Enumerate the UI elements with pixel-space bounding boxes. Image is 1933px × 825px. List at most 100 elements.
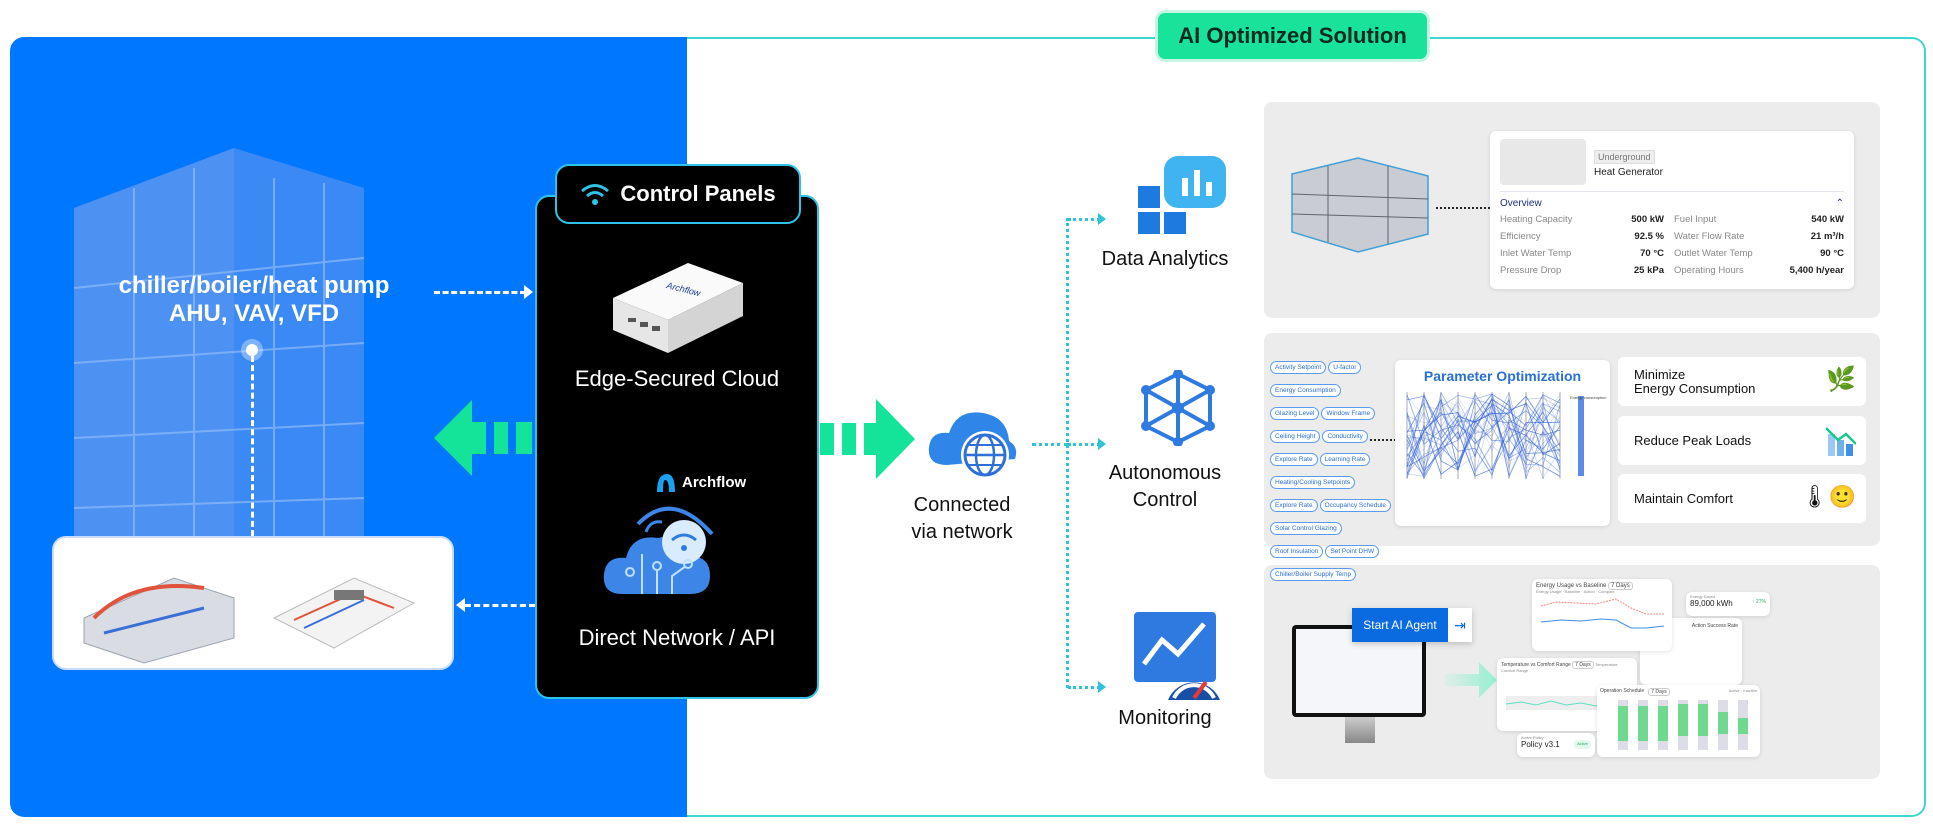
parameter-chip: Occupancy Schedule [1319, 499, 1392, 512]
active-bar [1718, 712, 1728, 734]
goal-maintain-comfort: Maintain Comfort 🌡🙂 [1618, 474, 1866, 523]
metric-value: 92.5 % [1634, 231, 1664, 242]
parameter-chip: Ceiling Height [1270, 430, 1321, 443]
legend-active: Active [1728, 688, 1740, 693]
range-select[interactable]: 7 Days [1608, 582, 1633, 590]
metric-value: 5,400 h/year [1789, 265, 1844, 276]
connector-line [1370, 439, 1396, 441]
active-bar [1618, 706, 1628, 741]
action-success-title: Action Success Rate [1691, 623, 1738, 629]
legend-temperature: Temperature [1595, 662, 1618, 667]
trial-line [1406, 395, 1561, 477]
hvac-components-label: AHU, VAV, VFD [168, 300, 340, 327]
chip-row: Heating/Cooling Setpoints [1270, 471, 1394, 494]
colorbar [1578, 396, 1584, 476]
gauge-icon [1134, 612, 1220, 700]
trial-line [1406, 402, 1561, 477]
goal-label: Maintain Comfort [1634, 491, 1733, 506]
green-arrow-left-icon [434, 400, 532, 476]
trial-line [1406, 392, 1561, 477]
control-panels-title: Control Panels [620, 181, 776, 206]
hvac-equipment-images [52, 536, 454, 670]
metric-value: 90 °C [1820, 248, 1844, 259]
energy-saved-card: Energy Saved 89,000 kWh↑ 27% [1686, 592, 1770, 616]
overview-header[interactable]: Overview ⌃ [1500, 198, 1844, 209]
parameter-optimization-chart: Parameter Optimization Energy consumptio… [1395, 360, 1610, 526]
legend-comfort: Comfort Range [1501, 668, 1529, 673]
schedule-bar-chart [1618, 700, 1748, 750]
ai-optimized-solution-badge: AI Optimized Solution [1155, 10, 1430, 62]
parameter-chip: Energy Consumption [1270, 384, 1341, 397]
trial-line [1406, 393, 1561, 466]
trial-line [1406, 401, 1561, 477]
arrowhead-icon [1098, 681, 1106, 693]
goal-label: Reduce Peak Loads [1634, 433, 1752, 448]
edge-device-image: Archflow [613, 263, 743, 353]
chart-title: Energy Usage vs Baseline [1536, 583, 1607, 589]
metric-value: 25 kPa [1633, 265, 1664, 276]
policy-value: Policy v3.1 [1521, 740, 1560, 749]
archflow-logo: Archflow [655, 472, 746, 492]
chart-title: Operation Schedule [1600, 688, 1645, 694]
goal-minimize-energy: Minimize Energy Consumption 🌿 [1618, 357, 1866, 406]
parameter-chip: Explore Rate [1270, 453, 1318, 466]
monitoring-label: Monitoring [1118, 707, 1212, 729]
trial-line [1406, 401, 1561, 477]
metric-label: Pressure Drop [1500, 265, 1562, 276]
dotted-arrow-to-equipment [465, 604, 535, 607]
goal-label: Minimize Energy Consumption [1634, 366, 1756, 396]
policy-status-badge: Active [1574, 740, 1591, 749]
parameter-chip: Roof Insulation [1270, 545, 1324, 558]
legend-energy: Energy Usage [1536, 589, 1562, 594]
wifi-icon [581, 184, 610, 205]
login-arrow-icon: ⇥ [1448, 608, 1472, 642]
active-bar [1658, 706, 1668, 741]
energy-line-chart [1540, 598, 1665, 629]
overview-title: Overview [1500, 198, 1542, 209]
metric-label: Efficiency [1500, 231, 1541, 242]
arrowhead-icon [1098, 213, 1106, 225]
energy-saved-label: Energy Saved [1690, 594, 1716, 599]
energy-usage-chart-card: Energy Usage vs Baseline 7 Days Energy U… [1532, 579, 1672, 651]
parameter-chip: Window Frame [1321, 407, 1376, 420]
metric-value: 500 kW [1631, 214, 1664, 225]
compare-toggle[interactable]: Compare [1598, 589, 1615, 594]
parameter-chip: Glazing Level [1270, 407, 1320, 420]
parameter-chip: Explore Rate [1270, 499, 1318, 512]
thermometer-smiley-icon: 🌡🙂 [1800, 484, 1856, 509]
control-label: Control [1132, 489, 1198, 511]
active-bar [1698, 704, 1708, 736]
parameter-chip: Conductivity [1322, 430, 1368, 443]
trial-line [1406, 399, 1561, 473]
autonomous-label: Autonomous [1108, 462, 1222, 484]
range-select[interactable]: 7 Days [1572, 661, 1594, 669]
metric-label: Fuel Input [1674, 214, 1717, 225]
chip-row: Solar Control Glazing [1270, 517, 1394, 540]
equipment-name: Heat Generator [1594, 166, 1663, 178]
trial-line [1406, 394, 1561, 472]
optimization-title: Parameter Optimization [1423, 368, 1582, 384]
direct-network-api-label: Direct Network / API [578, 625, 776, 650]
parameter-chip: U-factor [1328, 361, 1362, 374]
trial-line [1406, 395, 1561, 471]
legend-baseline: Baseline [1564, 589, 1581, 594]
building-3d-model-image [1291, 157, 1429, 253]
branch-line [1032, 443, 1068, 446]
start-ai-agent-button[interactable]: Start AI Agent ⇥ [1352, 608, 1472, 642]
colorbar-label: Energy consumption [1570, 395, 1607, 400]
leaf-plug-icon: 🌿 [1826, 366, 1856, 393]
trial-line [1406, 395, 1561, 480]
range-select[interactable]: 7 Days [1648, 688, 1670, 696]
trial-line [1406, 398, 1561, 475]
bar-chart-icon [1138, 156, 1226, 234]
chevron-up-icon[interactable]: ⌃ [1835, 198, 1844, 209]
